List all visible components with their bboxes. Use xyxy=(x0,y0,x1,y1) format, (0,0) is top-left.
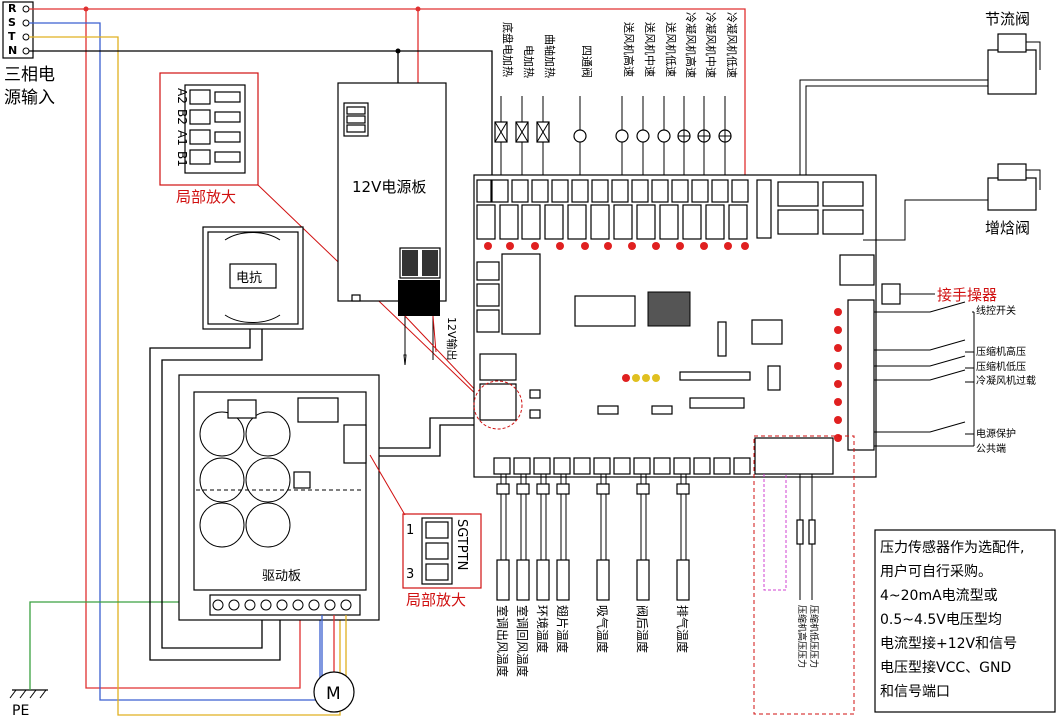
reactor-label: 电抗 xyxy=(236,271,262,286)
dip-label-a1: A1 xyxy=(175,130,189,146)
note-line-3: 4~20mA电流型或 xyxy=(880,588,998,604)
sensor-label-fin: 翅片温度 xyxy=(555,605,570,653)
sensor-label-supply-air: 室调出风温度 xyxy=(495,605,510,677)
sensor-label-after-valve: 阀后温度 xyxy=(635,605,650,653)
motor-label: M xyxy=(326,684,341,704)
output-label-condenser-fan-mid: 冷凝风机中速 xyxy=(704,12,718,78)
handheld-label: 接手操器 xyxy=(937,286,997,304)
zoom-label-top: 局部放大 xyxy=(176,188,236,206)
input-label-common: 公共端 xyxy=(976,442,1006,455)
dip-zoom-box: A2 B2 A1 B1 xyxy=(159,72,259,186)
top-output-labels: 底盘电加热 电加热 曲轴加热 四通阀 送风机高速 送风机中速 送风机低速 冷凝风… xyxy=(501,12,739,78)
output-label-chassis-heater: 底盘电加热 xyxy=(501,22,515,77)
phase-label-r: R xyxy=(8,2,17,15)
enthalpy-valve-label: 增焓阀 xyxy=(985,219,1030,237)
sensor-label-discharge: 排气温度 xyxy=(675,605,690,653)
throttle-valve xyxy=(799,33,1041,175)
phase-label-s: S xyxy=(8,16,16,29)
note-line-7: 和信号端口 xyxy=(880,684,950,700)
relay-row xyxy=(476,179,749,240)
drive-board xyxy=(178,374,380,621)
output-label-four-way-valve: 四通阀 xyxy=(580,45,594,78)
pe-ground-symbol xyxy=(9,680,48,699)
pressure-label-high: 压缩机高压压力 xyxy=(796,605,808,668)
output-label-supply-fan-low: 送风机低速 xyxy=(664,22,678,77)
output-label-condenser-fan-low: 冷凝风机低速 xyxy=(725,12,739,78)
phase-label-n: N xyxy=(8,44,17,57)
throttle-valve-label: 节流阀 xyxy=(985,10,1030,28)
reactor xyxy=(202,226,304,330)
led-row-top xyxy=(484,242,749,250)
output-label-condenser-fan-high: 冷凝风机高速 xyxy=(684,12,698,78)
note-line-6: 电压型接VCC、GND xyxy=(880,659,1011,676)
temperature-sensors xyxy=(496,474,690,601)
drive-board-label: 驱动板 xyxy=(262,569,301,584)
phase-wires xyxy=(29,6,746,716)
pressure-label-low: 压缩机低压压力 xyxy=(808,605,820,668)
psu-output-label: 12V输出 xyxy=(445,317,459,361)
note-line-1: 压力传感器作为选配件, xyxy=(880,539,1024,556)
drive-pin-3: 3 xyxy=(406,567,414,582)
output-label-crankcase-heater: 曲轴加热 xyxy=(543,34,557,78)
note-line-5: 电流型接+12V和信号 xyxy=(880,635,1017,652)
main-board xyxy=(473,174,877,478)
input-label-wire-switch: 线控开关 xyxy=(976,304,1016,317)
zoom-label-bottom: 局部放大 xyxy=(406,591,466,609)
phase-label-t: T xyxy=(8,30,16,43)
top-output-components xyxy=(494,96,732,175)
input-label-high-pressure: 压缩机高压 xyxy=(976,345,1026,358)
dip-label-b2: B2 xyxy=(175,109,189,125)
right-input-wiring xyxy=(874,301,975,447)
sensor-label-ambient: 环境温度 xyxy=(535,605,550,653)
pressure-sensor-box xyxy=(753,435,855,715)
note-line-2: 用户可自行采购。 xyxy=(880,563,992,580)
black-wires-left xyxy=(149,329,480,661)
psu-label: 12V电源板 xyxy=(352,178,426,196)
input-label-power-protect: 电源保护 xyxy=(976,427,1016,440)
drive-signal-label: SGTPTN xyxy=(454,519,469,570)
handheld-connector xyxy=(881,283,935,305)
drive-pin-1: 1 xyxy=(406,523,414,538)
led-column-right xyxy=(834,308,842,442)
power-input-label-1: 三相电 xyxy=(4,65,55,85)
note-line-4: 0.5~4.5V电压型均 xyxy=(880,612,1002,628)
output-label-supply-fan-high: 送风机高速 xyxy=(622,22,636,77)
motor-wires xyxy=(321,615,347,680)
motor: M xyxy=(313,671,355,713)
power-input-label-2: 源输入 xyxy=(4,88,55,108)
input-label-fan-overload: 冷凝风机过载 xyxy=(976,374,1036,387)
sensor-label-suction: 吸气温度 xyxy=(595,605,610,653)
dip-label-b1: B1 xyxy=(175,151,189,167)
sensor-label-return-air: 室调回风温度 xyxy=(515,605,530,677)
phase-terminal-block: R S T N xyxy=(2,1,34,59)
pe-label: PE xyxy=(12,703,29,719)
dip-label-a2: A2 xyxy=(175,88,189,104)
drive-connector-zoom: 1 3 SGTPTN xyxy=(402,513,482,589)
enthalpy-valve xyxy=(863,163,1041,241)
input-label-low-pressure: 压缩机低压 xyxy=(976,360,1026,373)
output-label-electric-heater: 电加热 xyxy=(522,45,535,78)
output-label-supply-fan-mid: 送风机中速 xyxy=(643,22,657,77)
psu-board xyxy=(337,82,447,316)
note-box: 压力传感器作为选配件, 用户可自行采购。 4~20mA电流型或 0.5~4.5V… xyxy=(874,529,1056,713)
sensor-labels: 室调出风温度 室调回风温度 环境温度 翅片温度 吸气温度 阀后温度 排气温度 xyxy=(495,605,690,677)
sensor-connector-row xyxy=(493,437,834,475)
